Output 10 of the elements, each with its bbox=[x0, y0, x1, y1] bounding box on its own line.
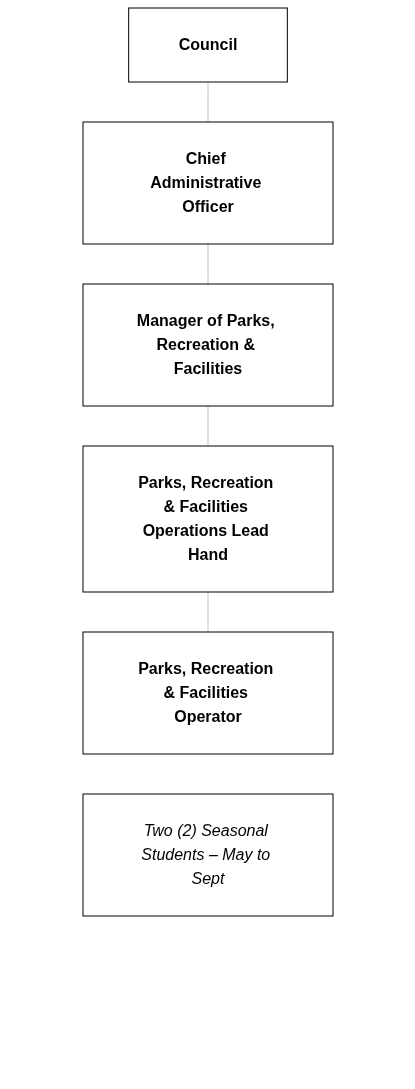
node-box: Parks, Recreation & Facilities Operations Lead Hand bbox=[82, 445, 333, 593]
node-box: Council bbox=[127, 7, 288, 83]
node-box: Manager of Parks, Recreation & Facilities bbox=[82, 283, 333, 407]
connector bbox=[207, 81, 208, 123]
node-box: Parks, Recreation & Facilities Operator bbox=[82, 631, 333, 755]
node-box: Two (2) Seasonal Students – May to Sept bbox=[82, 793, 333, 917]
node-box: Chief Administrative Officer bbox=[82, 121, 333, 245]
connector bbox=[207, 591, 208, 633]
connector bbox=[207, 243, 208, 285]
connector bbox=[207, 405, 208, 447]
